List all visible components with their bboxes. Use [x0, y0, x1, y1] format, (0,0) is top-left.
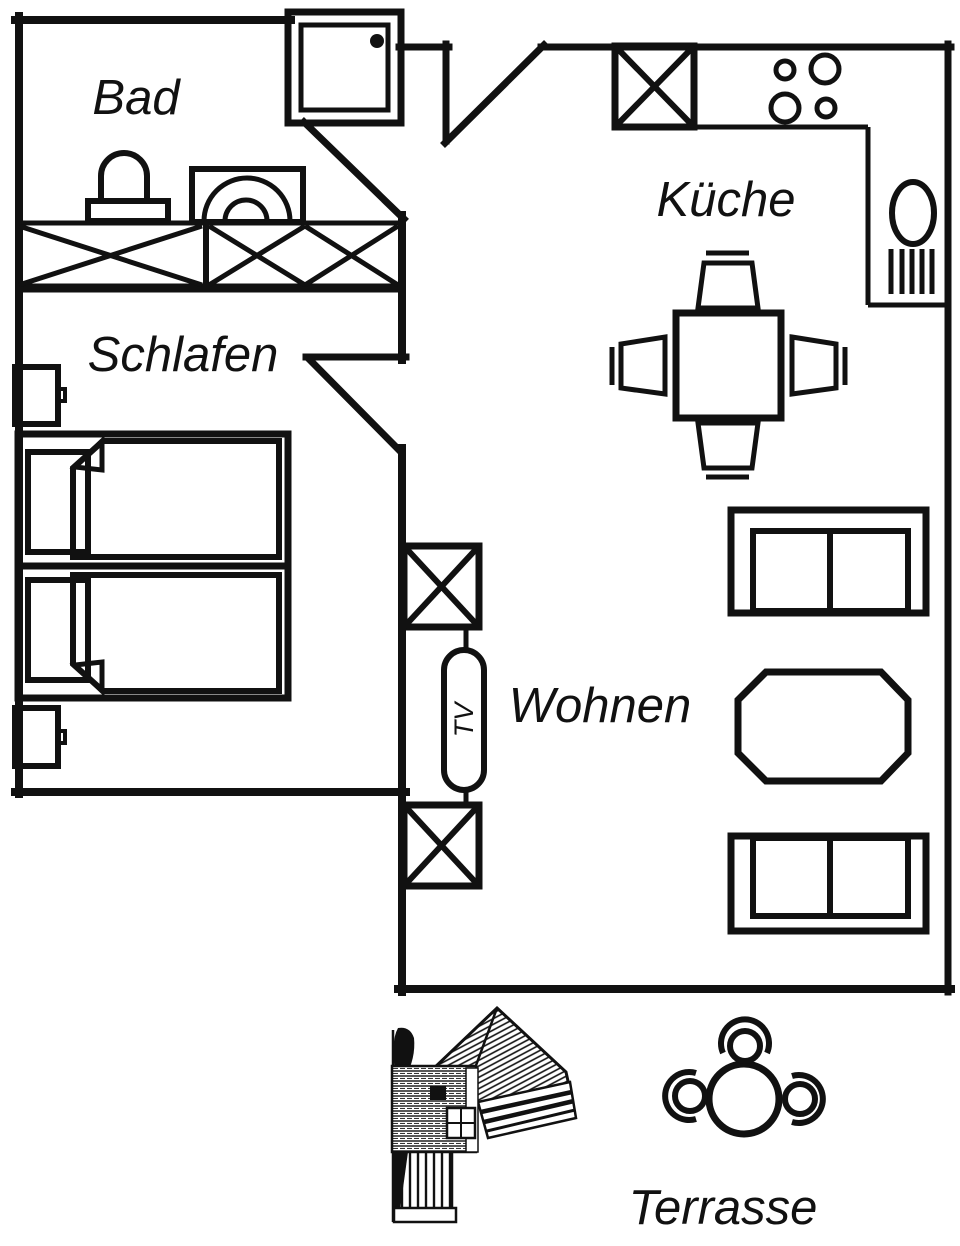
- dining-chair-icon: [695, 420, 761, 480]
- walls: [11, 12, 955, 996]
- blanket-fold: [69, 435, 105, 473]
- terrace-table: [705, 1060, 783, 1138]
- toilet-icon: [85, 150, 171, 224]
- dining-table-icon: [672, 309, 785, 422]
- cabinet-x-icon: [400, 542, 483, 631]
- shower-tray-icon: [284, 8, 405, 127]
- burner: [773, 58, 797, 82]
- dining-chair-icon: [695, 250, 761, 311]
- cabinet-x-icon: [400, 801, 483, 890]
- coffee-table-icon: [734, 668, 912, 785]
- worktop-icon: [694, 124, 946, 308]
- wall-bad-diagonal: [299, 117, 409, 224]
- shower-drain-dot: [370, 34, 384, 48]
- room-label-terrasse: Terrasse: [629, 1181, 818, 1235]
- round-table-with-chairs-icon: [662, 1016, 826, 1138]
- burner: [768, 91, 802, 125]
- room-label-wohnen: Wohnen: [509, 679, 692, 733]
- boiler-icon: [889, 179, 937, 247]
- terrace-chair-back: [718, 1016, 772, 1055]
- beach-chair-foot: [392, 1206, 458, 1224]
- terrace-chair-back: [662, 1069, 697, 1123]
- radiator-icon: [888, 249, 935, 294]
- blanket-fold: [69, 659, 105, 697]
- room-label-bad: Bad: [92, 71, 181, 125]
- single-bed-icon: [14, 430, 292, 570]
- tv-label: TV: [449, 700, 479, 737]
- cabinet-x-row-icon: [15, 220, 403, 293]
- bed-pillow: [25, 577, 91, 683]
- dining-chair-icon: [609, 334, 668, 397]
- tv-board-icon: TV: [441, 647, 487, 793]
- dining-chair-icon: [789, 334, 848, 397]
- nightstand-icon: [12, 705, 67, 769]
- sink-unit-x-icon: [611, 42, 698, 131]
- terrace-chair: [782, 1081, 818, 1117]
- room-schlafen: Schlafen: [12, 328, 292, 769]
- sofa-icon: [727, 832, 930, 935]
- room-label-schlafen: Schlafen: [88, 328, 279, 382]
- terrace-chair: [727, 1028, 763, 1064]
- room-bad: Bad: [15, 8, 405, 293]
- washbasin-icon: [189, 166, 306, 225]
- nightstand-knob: [55, 387, 67, 403]
- sofa-icon: [727, 506, 930, 617]
- dining-set: [609, 250, 848, 480]
- terrace-chair-back: [791, 1072, 826, 1126]
- area-terrasse: Terrasse: [390, 1005, 826, 1235]
- bed-blanket: [70, 572, 282, 694]
- burner: [814, 96, 838, 120]
- room-kueche: Küche: [609, 42, 946, 480]
- room-label-kueche: Küche: [657, 173, 796, 227]
- nightstand-knob: [55, 729, 67, 745]
- single-bed-icon: [14, 562, 292, 702]
- beach-chair-legs: [396, 1150, 454, 1216]
- burner: [808, 52, 842, 86]
- bedroom-door-leaf: [304, 354, 405, 456]
- entrance-door-leaf: [440, 40, 549, 148]
- nightstand-icon: [12, 364, 67, 427]
- hob-four-burners-icon: [768, 52, 842, 125]
- beach-chair-icon: [390, 1005, 578, 1224]
- bed-pillow: [25, 449, 91, 555]
- terrace-chair: [672, 1078, 708, 1114]
- room-wohnen: TV Wohnen: [400, 506, 930, 935]
